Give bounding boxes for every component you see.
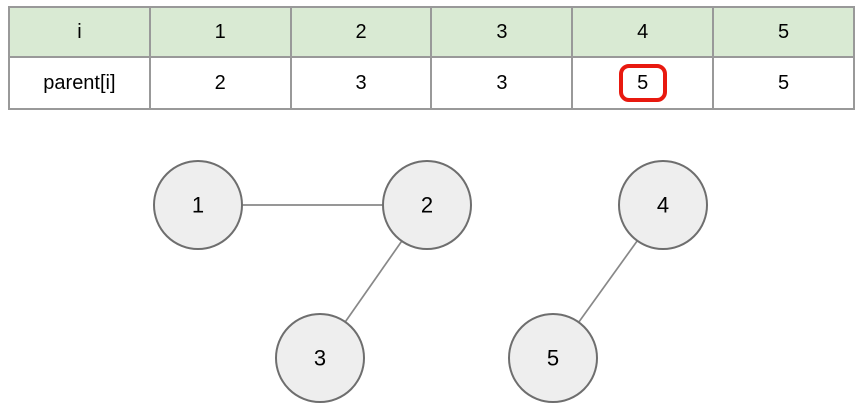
parent-cell-1: 2 xyxy=(148,56,292,110)
parent-cell-3: 3 xyxy=(430,56,574,110)
highlight-box: 5 xyxy=(618,64,667,102)
header-cell-1: 1 xyxy=(148,6,292,58)
graph-node-label: 4 xyxy=(657,193,669,218)
graph-node-4: 4 xyxy=(618,160,708,250)
graph-node-circle xyxy=(153,160,243,250)
graph-node-5: 5 xyxy=(508,313,598,403)
graph-node-label: 5 xyxy=(547,346,559,371)
header-cell-5: 5 xyxy=(712,6,855,58)
parent-cell-5: 5 xyxy=(712,56,855,110)
header-cell-3: 3 xyxy=(430,6,574,58)
header-cell-i: i xyxy=(8,6,151,58)
graph-node-label: 2 xyxy=(421,193,433,218)
parent-table: i 1 2 3 4 5 parent[i] 2 3 3 5 5 xyxy=(8,6,855,110)
parent-row-label: parent[i] xyxy=(8,56,151,110)
graph-node-label: 1 xyxy=(192,193,204,218)
graph-node-label: 3 xyxy=(314,346,326,371)
graph-node-circle xyxy=(275,313,365,403)
graph-node-circle xyxy=(382,160,472,250)
graph-node-3: 3 xyxy=(275,313,365,403)
graph-node-1: 1 xyxy=(153,160,243,250)
parent-cell-2: 3 xyxy=(289,56,433,110)
header-cell-2: 2 xyxy=(289,6,433,58)
table-parent-row: parent[i] 2 3 3 5 5 xyxy=(8,56,855,110)
table-header-row: i 1 2 3 4 5 xyxy=(8,6,855,58)
graph-node-circle xyxy=(508,313,598,403)
graph-node-2: 2 xyxy=(382,160,472,250)
header-cell-4: 4 xyxy=(571,6,715,58)
graph-node-circle xyxy=(618,160,708,250)
parent-cell-4: 5 xyxy=(571,56,715,110)
